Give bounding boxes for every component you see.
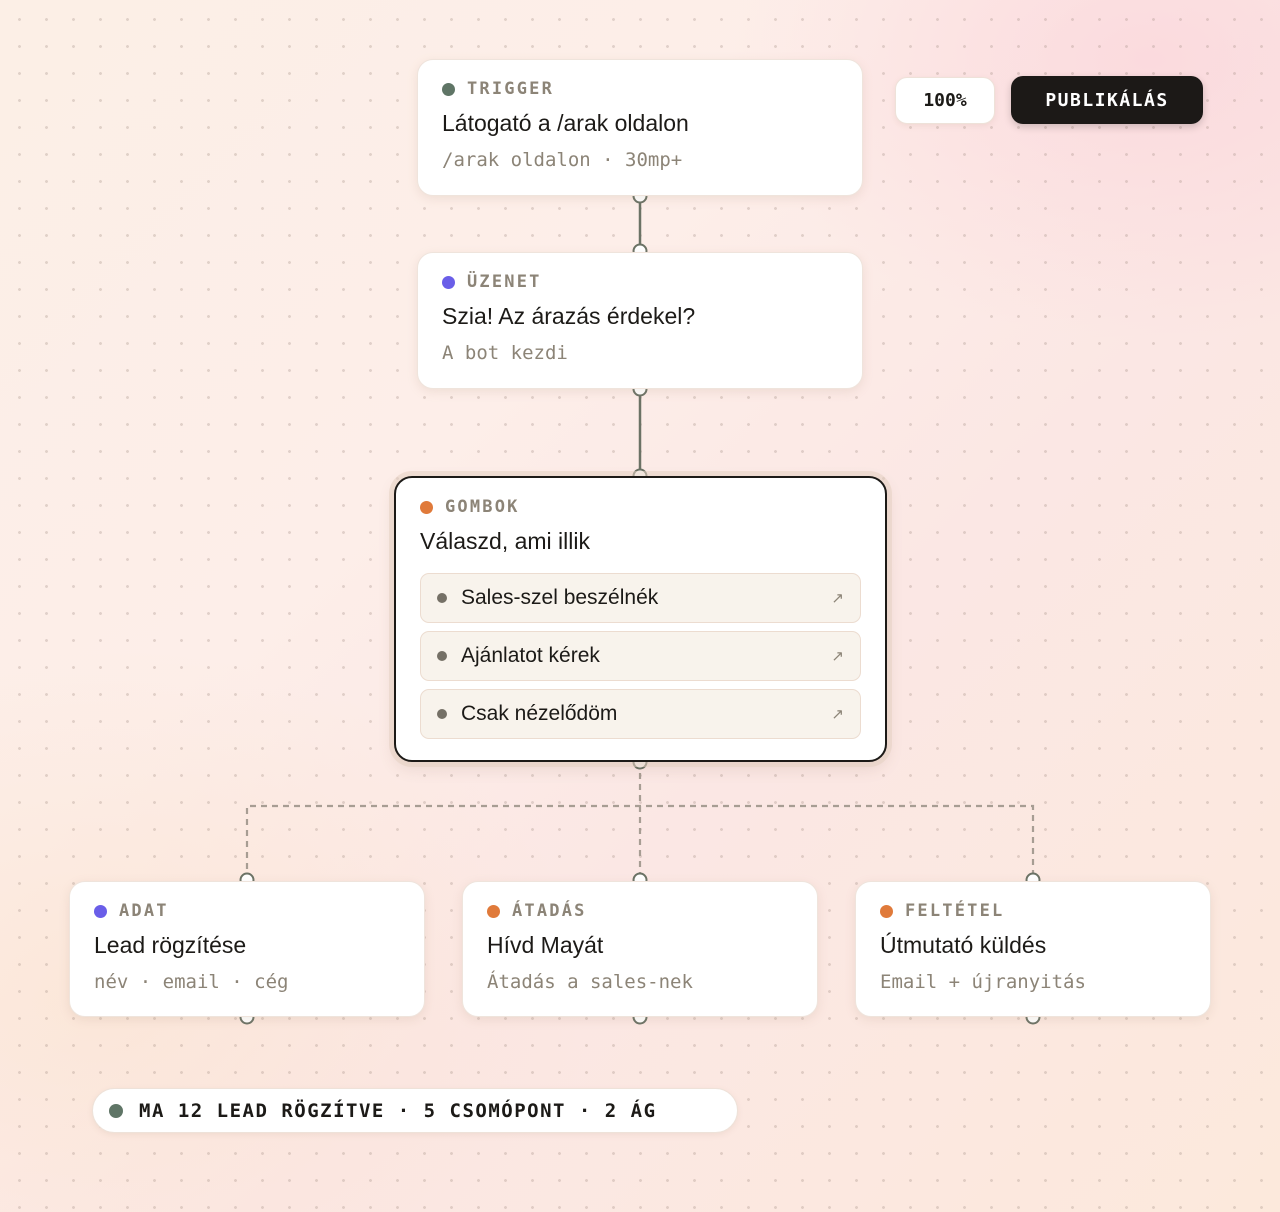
node-trigger[interactable]: TRIGGER Látogató a /arak oldalon /arak o… [417,59,863,196]
node-handoff[interactable]: ÁTADÁS Hívd Mayát Átadás a sales-nek [462,881,818,1017]
node-type-label: ADAT [119,901,169,921]
node-subtitle: Email + újranyitás [880,971,1086,993]
arrow-up-right-icon[interactable]: ↗ [831,706,844,723]
node-title: Szia! Az árazás érdekel? [442,303,696,329]
button-option[interactable]: Csak nézelődöm ↗ [420,689,861,739]
button-options-list: Sales-szel beszélnék ↗ Ajánlatot kérek ↗… [420,573,861,739]
option-dot-icon [437,651,447,661]
zoom-level-button[interactable]: 100% [895,77,995,124]
option-dot-icon [437,593,447,603]
status-dot-icon [442,275,455,289]
node-subtitle: /arak oldalon · 30mp+ [442,149,683,171]
node-type-label: ÜZENET [467,272,542,292]
node-subtitle: Átadás a sales-nek [487,971,693,993]
status-dot-icon [420,500,433,514]
option-label: Sales-szel beszélnék [461,586,659,609]
button-option[interactable]: Sales-szel beszélnék ↗ [420,573,861,623]
option-dot-icon [437,709,447,719]
node-title: Látogató a /arak oldalon [442,110,689,136]
node-title: Hívd Mayát [487,932,604,958]
node-buttons[interactable]: GOMBOK Válaszd, ami illik Sales-szel bes… [394,476,887,762]
status-bar: MA 12 LEAD RÖGZÍTVE · 5 CSOMÓPONT · 2 ÁG [92,1088,738,1133]
button-option[interactable]: Ajánlatot kérek ↗ [420,631,861,681]
arrow-up-right-icon[interactable]: ↗ [831,648,844,665]
node-type-label: TRIGGER [467,79,555,99]
node-subtitle: név · email · cég [94,971,289,993]
node-condition[interactable]: FELTÉTEL Útmutató küldés Email + újranyi… [855,881,1211,1017]
node-title: Útmutató küldés [880,932,1047,958]
publish-button[interactable]: PUBLIKÁLÁS [1011,76,1203,124]
arrow-up-right-icon[interactable]: ↗ [831,590,844,607]
node-title: Lead rögzítése [94,932,247,958]
status-text: MA 12 LEAD RÖGZÍTVE · 5 CSOMÓPONT · 2 ÁG [139,1099,657,1122]
status-dot-icon [880,904,893,918]
status-dot-icon [109,1103,123,1118]
node-message[interactable]: ÜZENET Szia! Az árazás érdekel? A bot ke… [417,252,863,389]
node-data[interactable]: ADAT Lead rögzítése név · email · cég [69,881,425,1017]
node-type-label: FELTÉTEL [905,901,1005,921]
option-label: Csak nézelődöm [461,702,618,725]
status-dot-icon [442,82,455,96]
node-subtitle: A bot kezdi [442,342,568,364]
node-type-label: ÁTADÁS [512,901,587,921]
node-type-label: GOMBOK [445,497,520,517]
option-label: Ajánlatot kérek [461,644,600,667]
branch-edges [245,762,1035,880]
status-dot-icon [94,904,107,918]
status-dot-icon [487,904,500,918]
node-title: Válaszd, ami illik [420,528,590,554]
